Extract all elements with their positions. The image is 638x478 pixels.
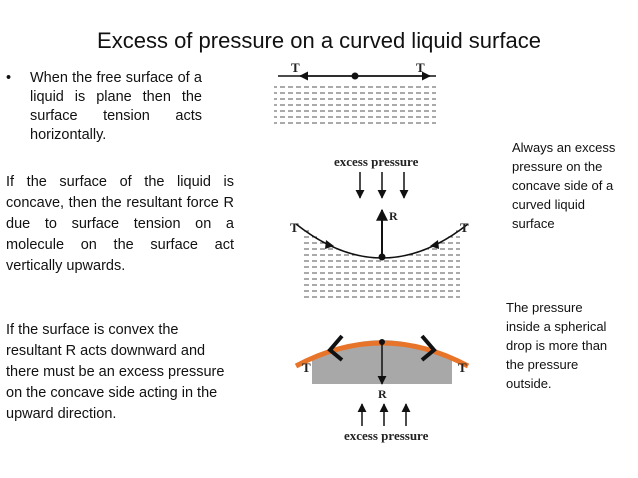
concave-tension-left-head	[325, 240, 334, 249]
concave-surface-figure: excess pressure R T T	[290, 154, 469, 300]
convex-excess-pressure-label: excess pressure	[344, 428, 429, 443]
bullet-text: When the free surface of a liquid is pla…	[30, 70, 202, 143]
concave-t-left: T	[290, 220, 299, 235]
concave-tension-right-head	[430, 240, 439, 249]
plane-surface-figure: T T	[274, 60, 436, 126]
convex-r-label: R	[378, 387, 387, 401]
note-drop-pressure: The pressure inside a spherical drop is …	[506, 300, 608, 391]
concave-liquid-body	[304, 226, 460, 300]
convex-molecule-dot	[379, 339, 385, 345]
paragraph-concave: If the surface of the liquid is concave,…	[6, 174, 234, 274]
molecule-dot	[351, 72, 359, 80]
bullet-plane-surface: • When the free surface of a liquid is p…	[6, 69, 202, 145]
concave-t-right: T	[460, 220, 469, 235]
slide-title: Excess of pressure on a curved liquid su…	[97, 28, 541, 53]
concave-r-label: R	[389, 209, 398, 223]
convex-tension-right-chevron	[420, 334, 437, 362]
note-concave-excess: Always an excess pressure on the concave…	[512, 140, 616, 231]
convex-tension-left-chevron	[327, 334, 344, 362]
plane-t-left: T	[291, 60, 300, 75]
concave-molecule-dot	[378, 253, 386, 261]
bullet-icon: •	[6, 70, 12, 86]
convex-t-right: T	[458, 360, 467, 375]
paragraph-convex: If the surface is convex the resultant R…	[6, 322, 225, 422]
plane-t-right: T	[416, 60, 425, 75]
convex-surface-figure: R T T excess pressure	[294, 334, 470, 443]
concave-excess-pressure-label: excess pressure	[334, 154, 419, 169]
convex-t-left: T	[302, 360, 311, 375]
plane-liquid-body	[274, 82, 436, 126]
